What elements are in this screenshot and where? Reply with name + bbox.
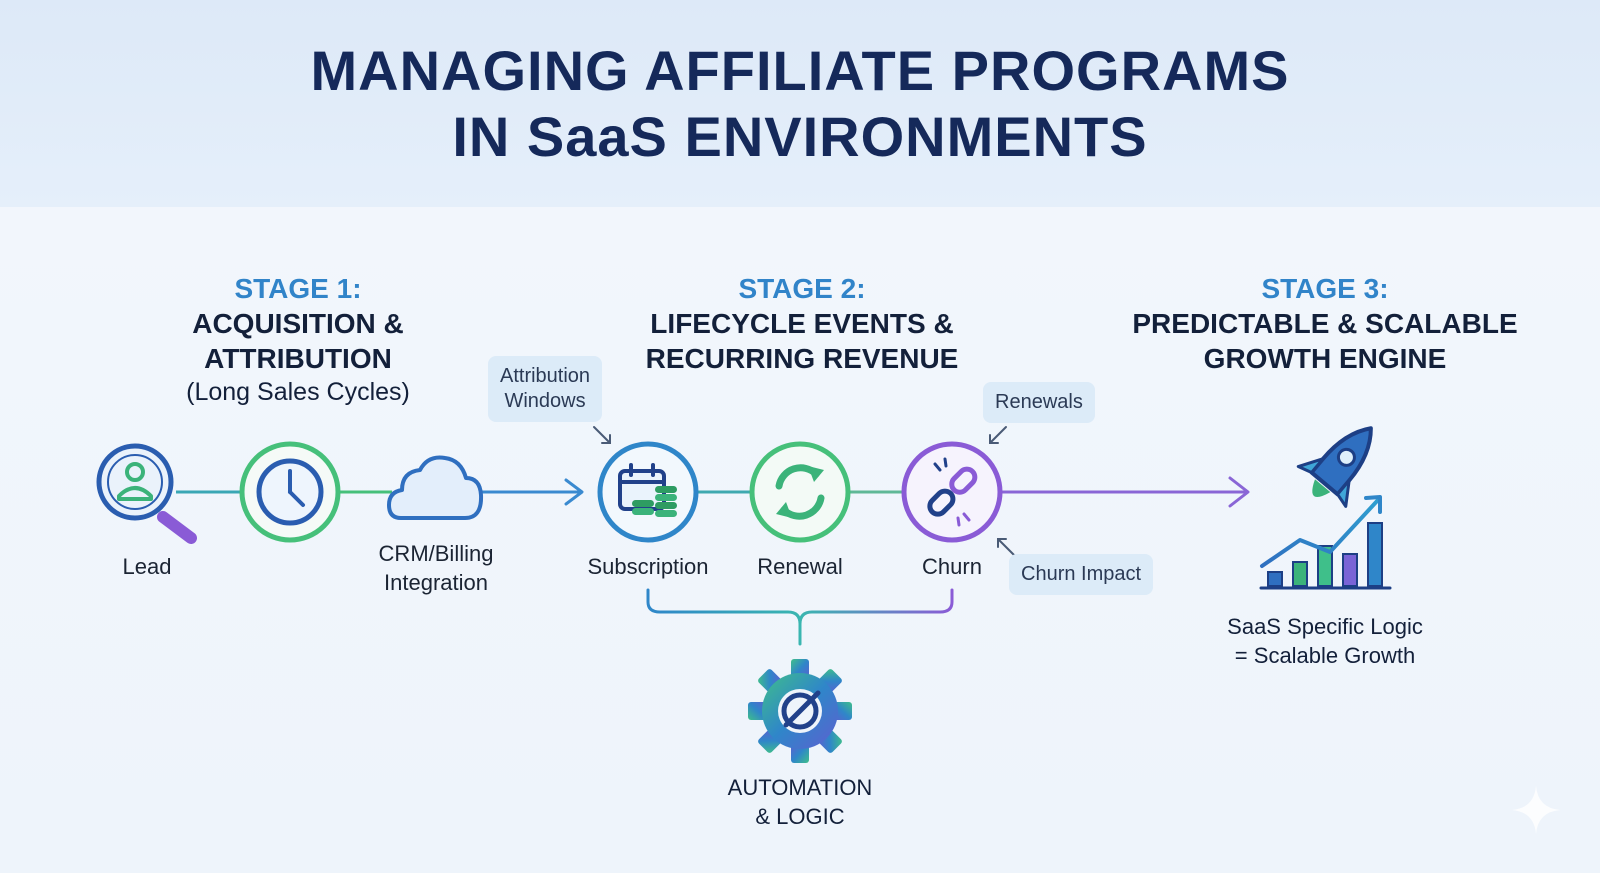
stage-1-title-line-1: ACQUISITION & bbox=[192, 308, 404, 339]
sparkle-icon bbox=[1512, 786, 1560, 834]
clock-icon bbox=[239, 441, 341, 543]
subscription-label: Subscription bbox=[587, 554, 709, 579]
automation-label: AUTOMATION & LOGIC bbox=[728, 773, 873, 831]
churn-impact-callout: Churn Impact bbox=[1009, 554, 1154, 595]
stage-1-number: STAGE 1: bbox=[234, 273, 362, 304]
crm-billing-label-line-1: CRM/Billing bbox=[378, 541, 494, 566]
stage-2-title-line-1: LIFECYCLE EVENTS & bbox=[650, 308, 954, 339]
automation-label-line-2: & LOGIC bbox=[755, 804, 845, 829]
stage-2-title-line-2: RECURRING REVENUE bbox=[645, 343, 959, 374]
stage-3-number: STAGE 3: bbox=[1261, 273, 1389, 304]
stage-2-number: STAGE 2: bbox=[738, 273, 866, 304]
page-title-line-1: MANAGING AFFILIATE PROGRAMS bbox=[310, 38, 1290, 102]
growth-label-line-1: SaaS Specific Logic bbox=[1227, 614, 1423, 639]
attribution-windows-callout: Attribution Windows bbox=[488, 356, 603, 422]
header-banner: MANAGING AFFILIATE PROGRAMS IN SaaS ENVI… bbox=[0, 0, 1600, 207]
rocket-chart-icon bbox=[1259, 426, 1392, 590]
gear-icon bbox=[748, 659, 852, 763]
renewals-callout: Renewals bbox=[983, 382, 1095, 423]
stage-3-title-line-1: PREDICTABLE & SCALABLE bbox=[1132, 308, 1518, 339]
flow-line bbox=[176, 476, 1250, 508]
stage-3-title-line-2: GROWTH ENGINE bbox=[1203, 343, 1447, 374]
attribution-callout-line-1: Attribution bbox=[500, 365, 591, 387]
refresh-icon bbox=[749, 441, 851, 543]
lead-label: Lead bbox=[122, 554, 172, 579]
magnifier-user-icon bbox=[96, 443, 197, 544]
crm-billing-label-line-2: Integration bbox=[384, 570, 488, 595]
cloud-icon bbox=[387, 455, 484, 520]
lifecycle-bracket bbox=[646, 588, 954, 646]
calendar-coins-icon bbox=[597, 441, 699, 543]
stage-1-subtitle: (Long Sales Cycles) bbox=[186, 378, 410, 406]
crm-billing-label: CRM/Billing Integration bbox=[379, 539, 494, 597]
stage-2-heading: STAGE 2: LIFECYCLE EVENTS & RECURRING RE… bbox=[646, 272, 959, 376]
page-title-line-2: IN SaaS ENVIRONMENTS bbox=[452, 104, 1148, 168]
stage-1-heading: STAGE 1: ACQUISITION & ATTRIBUTION (Long… bbox=[186, 272, 410, 408]
automation-label-line-1: AUTOMATION bbox=[727, 775, 873, 800]
stage-1-title-line-2: ATTRIBUTION bbox=[204, 343, 392, 374]
churn-label: Churn bbox=[922, 554, 982, 579]
growth-label-line-2: = Scalable Growth bbox=[1234, 643, 1416, 668]
broken-link-icon bbox=[901, 441, 1003, 543]
stage-3-heading: STAGE 3: PREDICTABLE & SCALABLE GROWTH E… bbox=[1132, 272, 1517, 376]
renewal-label: Renewal bbox=[757, 554, 843, 579]
attribution-callout-line-2: Windows bbox=[504, 390, 586, 412]
callout-arrows bbox=[593, 426, 1015, 556]
growth-label: SaaS Specific Logic = Scalable Growth bbox=[1227, 612, 1423, 670]
